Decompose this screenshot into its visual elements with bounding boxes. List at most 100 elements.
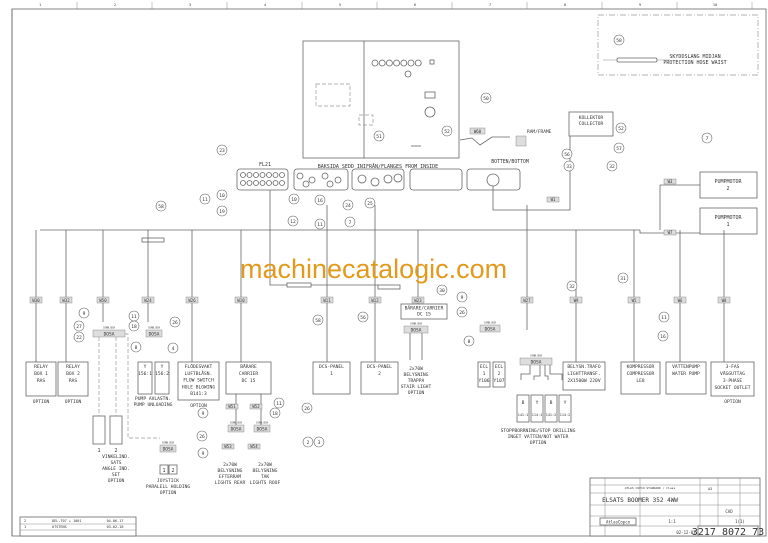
cell-label: 114:2 — [560, 413, 571, 417]
cable-gland — [240, 172, 246, 178]
wire-tag-label: W12 — [371, 298, 379, 303]
balloon-number: 32 — [569, 284, 575, 290]
lights-roof-label: TAK — [261, 474, 270, 480]
device-box-7 — [312, 361, 351, 395]
device-label: 3-FAS — [726, 364, 740, 370]
wire-tag — [717, 296, 731, 304]
balloon-number: 10 — [219, 193, 225, 199]
reference-balloon — [344, 216, 356, 228]
balloon-number: 58 — [616, 38, 622, 44]
ruler-number: 5 — [339, 3, 341, 7]
wire-tag — [96, 296, 110, 304]
joystick-caption: JOYSTICK — [157, 478, 179, 484]
device-label: Y107 — [493, 378, 504, 384]
lights-roof-label: LIGHTS ROOF — [250, 480, 281, 486]
reference-balloon — [313, 436, 325, 448]
connbox-label: DOSA — [163, 447, 174, 453]
device-label: SOCKET OUTLET — [715, 385, 751, 391]
balloon-number: 9 — [202, 451, 205, 457]
balloon-number: 9 — [461, 295, 464, 301]
device-label: WATER PUMP — [672, 371, 700, 377]
reference-balloon — [357, 311, 369, 323]
wire-tag — [469, 127, 486, 135]
cable-gland — [259, 172, 266, 178]
balloon-number: 57 — [616, 146, 622, 152]
connbox — [479, 324, 501, 333]
balloon-number: 22 — [76, 335, 82, 341]
balloon-number: 16 — [660, 334, 666, 340]
reference-balloon — [615, 122, 627, 134]
pumpmotor-label: PUMPMOTOR — [714, 215, 742, 221]
balloon-number: 26 — [199, 434, 205, 440]
wire-tag — [520, 296, 534, 304]
device-label: Y — [144, 364, 147, 370]
device-label: RAS — [37, 378, 46, 384]
device-label: FLÖDESVAKT — [185, 363, 213, 370]
pumpmotor-1 — [699, 207, 758, 235]
balloon-number: 26 — [304, 406, 310, 412]
pumpmotor-label: 2 — [726, 186, 729, 192]
connbox-label: DOSA — [485, 327, 496, 333]
connbox-label: DOSA — [257, 427, 268, 433]
device-box-5 — [177, 361, 220, 401]
connbox — [403, 325, 429, 334]
device-box-10 — [477, 361, 491, 388]
device-label: BOX 1 — [34, 371, 48, 377]
reference-balloon — [613, 34, 625, 46]
wire — [520, 365, 531, 380]
balloon-number: 52 — [444, 129, 450, 135]
terminal-number: 2 — [171, 468, 174, 474]
connbox — [519, 357, 553, 366]
angle-ind-caption: SET — [112, 472, 121, 478]
reference-balloon — [701, 132, 713, 144]
reference-balloon — [566, 280, 578, 292]
wire-tag-label: W27 — [523, 298, 531, 303]
ruler-number: 8 — [564, 3, 566, 7]
wire-tag-label: W23 — [414, 298, 422, 303]
balloon-number: 32 — [609, 164, 615, 170]
reference-balloon — [287, 215, 299, 227]
reference-balloon — [73, 320, 85, 332]
sensor-number: 1 — [97, 448, 100, 454]
angle-sensor — [92, 415, 106, 445]
reference-balloon — [657, 330, 669, 342]
wire-tag-label: W3 — [668, 179, 673, 184]
collector-label: KOLLEKTOR — [579, 115, 604, 121]
reference-balloon — [128, 320, 140, 332]
cable-gland — [279, 180, 285, 186]
device-box-9 — [400, 303, 448, 320]
device-label: 2 — [378, 371, 381, 377]
balloon-number: 30 — [439, 288, 445, 294]
balloon-number: 4 — [172, 346, 175, 352]
device-label: BOX 2 — [66, 371, 80, 377]
ruler-number: 1 — [39, 3, 41, 7]
stop-drilling-cell — [516, 394, 530, 423]
cable-flange-1 — [236, 168, 289, 191]
connbox-label: DOSA — [411, 328, 422, 334]
balloon-number: 18 — [131, 324, 137, 330]
device-label: 1 — [483, 371, 486, 377]
balloon-number: 16 — [317, 198, 323, 204]
device-box-11 — [492, 361, 506, 388]
connbox-caption: CONN.BOX — [530, 354, 543, 358]
cable-gland — [266, 172, 272, 178]
device-label: 2 — [498, 371, 501, 377]
reference-balloon — [301, 402, 313, 414]
device-label: KOMPRESSOR — [627, 364, 655, 370]
wire-tag-label: W8 — [722, 298, 727, 303]
balloon-number: 56 — [360, 315, 366, 321]
indicator-lamp — [385, 59, 393, 67]
indicator-lamp — [378, 59, 386, 67]
wire-tag — [663, 229, 677, 236]
legend-text: SKYDDSLANG MIDJAN — [669, 54, 720, 60]
indicator-lamp — [404, 70, 412, 78]
connbox-caption: CONN.BOX — [162, 441, 175, 445]
indicator-lamp — [414, 59, 422, 67]
device-box-15 — [710, 361, 755, 397]
wire-tag — [627, 296, 641, 304]
company-logo — [599, 517, 637, 526]
device-label: BÄRARE — [240, 363, 257, 370]
cable-gland — [272, 180, 279, 186]
flange-label: BOTTEN/BOTTOM — [491, 159, 529, 165]
balloon-number: 19 — [219, 209, 225, 215]
